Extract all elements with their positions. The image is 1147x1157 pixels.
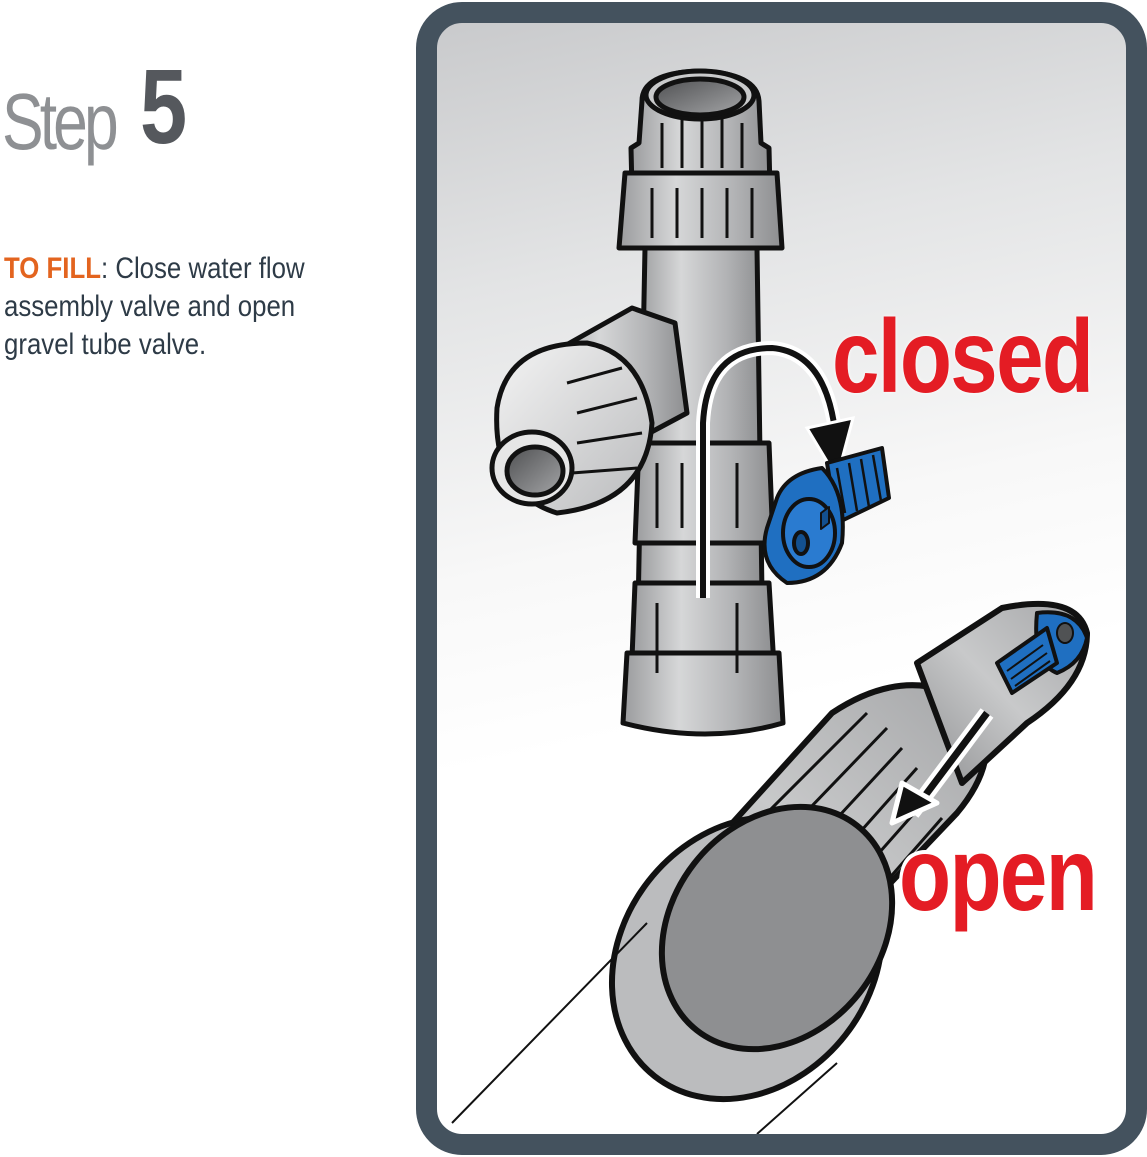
instruction-line-3: gravel tube valve.	[4, 328, 207, 361]
to-fill-label: TO FILL	[4, 252, 101, 285]
valve-illustration	[451, 68, 1090, 1134]
callout-closed-label: closed	[832, 299, 1094, 415]
instruction-line-1: TO FILL: Close water flow	[4, 250, 365, 288]
step-heading: Step 5	[2, 54, 187, 166]
assembly-valve-knob	[762, 446, 891, 585]
step-number: 5	[140, 48, 188, 166]
tube-guide-line-left	[451, 922, 648, 1124]
gravel-tube-valve	[995, 610, 1089, 695]
label-separator: :	[100, 252, 109, 285]
instructions: TO FILL: Close water flow assembly valve…	[4, 250, 424, 364]
water-flow-assembly	[489, 68, 786, 737]
rotate-closed-arrow-icon	[696, 340, 856, 598]
instruction-line-2: assembly valve and open	[4, 290, 296, 323]
open-direction-arrow-icon	[889, 708, 994, 826]
illustration-frame: closed open	[416, 2, 1147, 1155]
callout-open-label: open	[899, 817, 1098, 933]
instruction-text-1: Close water flow	[108, 252, 305, 285]
tube-guide-line-right	[756, 1062, 838, 1134]
step-word: Step	[2, 77, 119, 166]
